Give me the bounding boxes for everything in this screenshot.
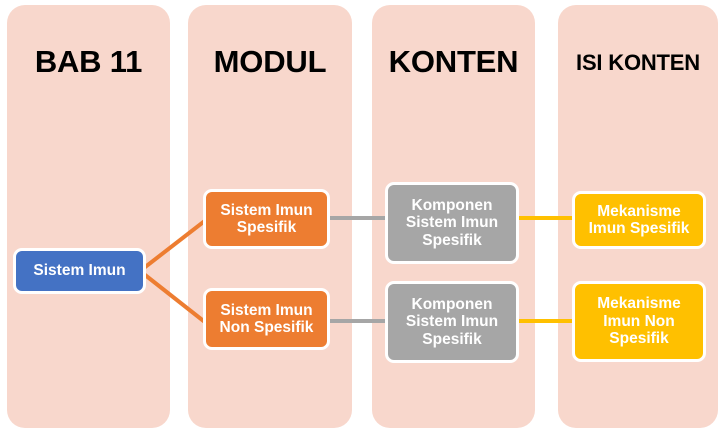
node-komponen-sistem-imun-spesifik-1[interactable]: Komponen Sistem Imun Spesifik xyxy=(385,182,519,264)
column-title-konten: KONTEN xyxy=(388,44,519,79)
connector-modul-2-to-konten-2 xyxy=(330,319,400,323)
connector-konten-2-to-isi-2 xyxy=(512,319,584,323)
connector-root-to-modul-2 xyxy=(138,269,217,332)
column-title-modul: MODUL xyxy=(213,44,327,79)
column-title-bab: BAB 11 xyxy=(34,44,143,79)
column-title-isi-konten: ISI KONTEN xyxy=(576,50,700,75)
node-sistem-imun-spesifik[interactable]: Sistem Imun Spesifik xyxy=(203,189,330,249)
connector-root-to-modul-1 xyxy=(138,211,217,273)
connector-konten-1-to-isi-1 xyxy=(512,216,584,220)
node-sistem-imun-non-spesifik[interactable]: Sistem Imun Non Spesifik xyxy=(203,288,330,350)
node-mekanisme-imun-spesifik[interactable]: Mekanisme Imun Spesifik xyxy=(572,191,706,249)
node-komponen-sistem-imun-spesifik-2[interactable]: Komponen Sistem Imun Spesifik xyxy=(385,281,519,363)
column-panel-bab xyxy=(7,5,170,428)
connector-modul-1-to-konten-1 xyxy=(330,216,400,220)
node-sistem-imun-root[interactable]: Sistem Imun xyxy=(13,248,146,294)
node-mekanisme-imun-non-spesifik[interactable]: Mekanisme Imun Non Spesifik xyxy=(572,281,706,362)
